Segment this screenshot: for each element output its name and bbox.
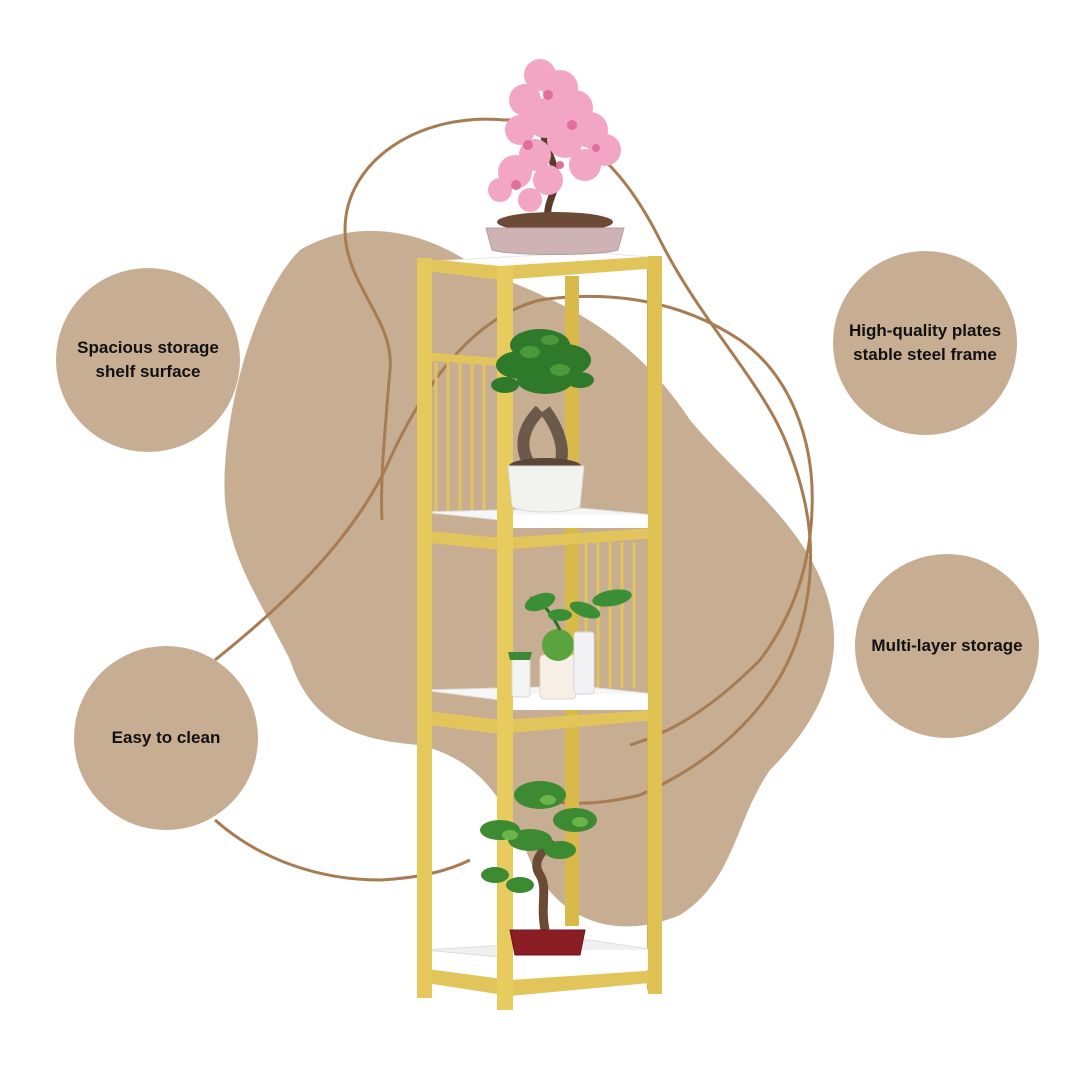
feature-label-line: Easy to clean	[111, 728, 221, 747]
feature-circle-spacious-storage: Spacious storage shelf surface	[56, 268, 240, 452]
decorative-outline-loop-3	[214, 294, 814, 747]
ficus-bonsai-plant	[491, 329, 594, 513]
feature-label-line: High-quality plates	[848, 321, 1002, 340]
decorative-outline-loop-1	[343, 117, 506, 521]
feature-circle-high-quality: High-quality plates stable steel frame	[833, 251, 1017, 435]
frame-bar-shelf-3	[420, 710, 655, 734]
frame-bar-upper-mid	[420, 352, 500, 366]
frame-bar-top	[418, 256, 660, 280]
pothos-and-succulents	[508, 589, 632, 700]
front-post-left	[417, 258, 432, 998]
shelf-2-front	[500, 515, 655, 528]
feature-label-line: shelf surface	[95, 362, 201, 381]
feature-label-line: Multi-layer storage	[871, 636, 1023, 655]
feature-circle-multi-layer: Multi-layer storage	[855, 554, 1039, 738]
rear-post-left	[565, 276, 579, 926]
decorative-outline-loop-4	[214, 818, 471, 882]
frame-bar-bottom	[420, 968, 660, 996]
rail-panel-upper	[434, 362, 486, 515]
feature-label-line: Spacious storage	[77, 338, 219, 357]
juniper-bonsai-plant	[480, 781, 597, 956]
shelf-3-front	[500, 694, 655, 710]
feature-label-line: stable steel frame	[853, 345, 997, 364]
front-post-right	[648, 256, 662, 994]
frame-bar-shelf-2	[420, 528, 655, 550]
background-blob	[224, 230, 834, 927]
plant-stand	[417, 251, 662, 1010]
feature-circle-easy-to-clean: Easy to clean	[74, 646, 258, 830]
pink-bonsai-plant	[485, 59, 625, 255]
